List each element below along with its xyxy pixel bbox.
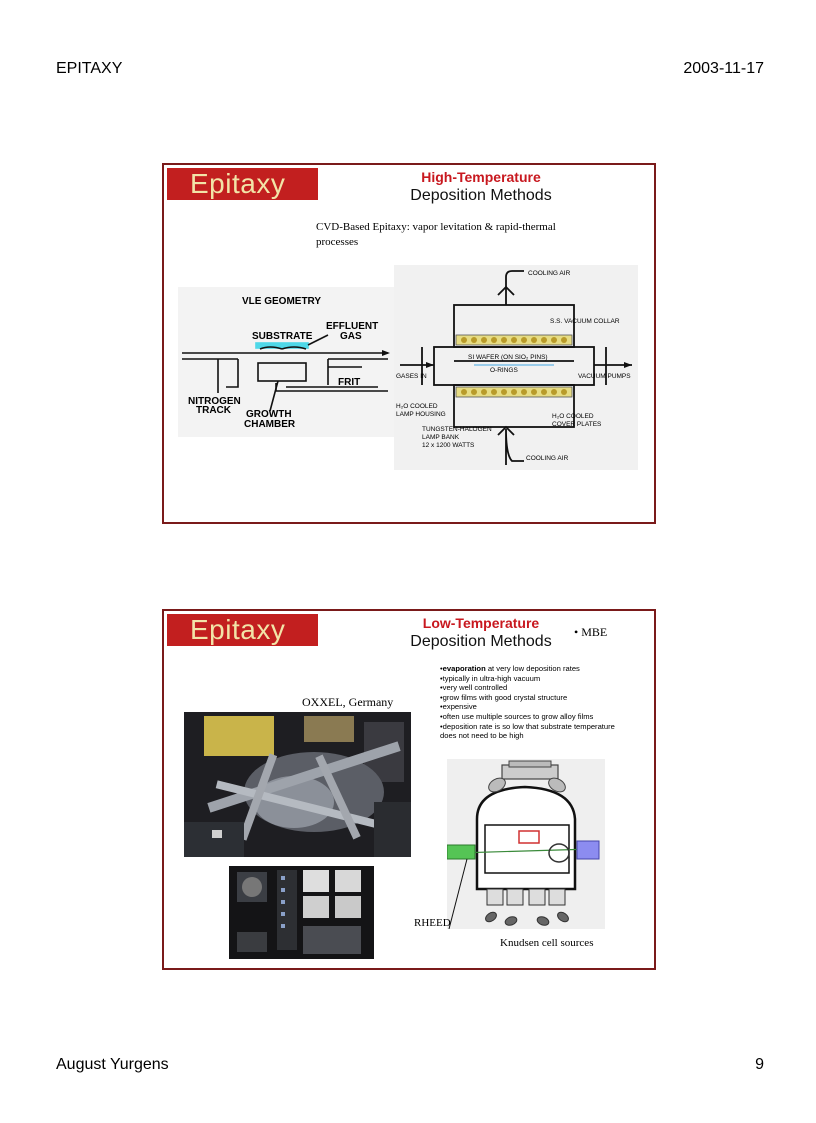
- vle-chamber-label: CHAMBER: [244, 419, 296, 430]
- rtp-cooling-air-bottom: COOLING AIR: [526, 455, 569, 462]
- slide-title: High-Temperature Deposition Methods: [396, 168, 566, 205]
- mbe-bullet-item: •expensive: [440, 702, 652, 712]
- bullet-text: at very low deposition rates: [486, 664, 580, 673]
- rtp-vacuum-pumps: VACUUM PUMPS: [578, 373, 631, 380]
- vle-gas-label: GAS: [340, 331, 362, 342]
- slide-title-line2: Deposition Methods: [396, 632, 566, 651]
- slide-low-temperature: Epitaxy Low-Temperature Deposition Metho…: [162, 609, 656, 970]
- vle-title: VLE GEOMETRY: [242, 296, 321, 307]
- rtp-lamp-bank-3: 12 x 1200 WATTS: [422, 442, 475, 449]
- rtp-lamp-bank-1: TUNGSTEN-HALOGEN: [422, 426, 492, 433]
- rtp-cover-plates-2: COVER PLATES: [552, 421, 602, 428]
- slide-title-line1: High-Temperature: [396, 168, 566, 186]
- electronics-rack-photo: [229, 866, 374, 959]
- rheed-label: RHEED: [414, 917, 451, 929]
- slide-subtitle: CVD-Based Epitaxy: vapor levitation & ra…: [316, 220, 566, 250]
- bullet-text: expensive: [443, 702, 477, 711]
- vle-track-label: TRACK: [196, 405, 232, 416]
- rtp-gases-in: GASES IN: [396, 373, 427, 380]
- rtp-wafer: SI WAFER (ON SIO₂ PINS): [468, 354, 548, 361]
- header-date: 2003-11-17: [683, 60, 764, 78]
- rtp-vacuum-collar: S.S. VACUUM COLLAR: [550, 318, 620, 325]
- bullet-text: typically in ultra-high vacuum: [443, 674, 541, 683]
- footer-page-number: 9: [755, 1056, 764, 1074]
- footer-author: August Yurgens: [56, 1056, 169, 1074]
- slide-title-line1: Low-Temperature: [396, 614, 566, 632]
- mbe-bullet-item: •often use multiple sources to grow allo…: [440, 712, 652, 722]
- rtp-cooling-air-top: COOLING AIR: [528, 270, 571, 277]
- bullet-text: grow films with good crystal structure: [443, 693, 568, 702]
- mbe-bullet-list: •evaporation at very low deposition rate…: [440, 664, 652, 741]
- slide-title-line2: Deposition Methods: [396, 186, 566, 205]
- bullet-text: often use multiple sources to grow alloy…: [443, 712, 594, 721]
- slide-banner: Epitaxy: [167, 168, 318, 200]
- bullet-text: deposition rate is so low that substrate…: [443, 722, 615, 731]
- bullet-bold-text: evaporation: [443, 664, 486, 673]
- rapid-thermal-diagram: COOLING AIR S.S. VACUUM COLLAR SI WAFER …: [394, 265, 638, 470]
- vle-substrate-label: SUBSTRATE: [252, 331, 313, 342]
- mbe-bullet-item: •grow films with good crystal structure: [440, 693, 652, 703]
- header-title: EPITAXY: [56, 60, 122, 78]
- rtp-cover-plates-1: H₂O COOLED: [552, 413, 594, 420]
- bullet-text: does not need to be high: [440, 731, 524, 740]
- mbe-label: • MBE: [574, 625, 607, 640]
- rtp-lamp-bank-2: LAMP BANK: [422, 434, 460, 441]
- rtp-orings: O-RINGS: [490, 367, 518, 374]
- rtp-lamp-housing-2: LAMP HOUSING: [396, 411, 446, 418]
- photo-caption: OXXEL, Germany: [302, 695, 393, 710]
- slide-title: Low-Temperature Deposition Methods: [396, 614, 566, 651]
- mbe-lab-photo: [184, 712, 411, 857]
- rtp-lamp-housing-1: H₂O COOLED: [396, 403, 438, 410]
- mbe-chamber-schematic: [447, 759, 605, 929]
- knudsen-label: Knudsen cell sources: [500, 937, 593, 949]
- mbe-bullet-item: •very well controlled: [440, 683, 652, 693]
- mbe-bullet-item: •deposition rate is so low that substrat…: [440, 722, 652, 732]
- bullet-text: very well controlled: [443, 683, 508, 692]
- vle-geometry-diagram: VLE GEOMETRY SUBSTRATE EFFLUENT GAS FRIT…: [178, 287, 394, 437]
- slide-banner: Epitaxy: [167, 614, 318, 646]
- mbe-bullet-item: •evaporation at very low deposition rate…: [440, 664, 652, 674]
- mbe-bullet-item: •typically in ultra-high vacuum: [440, 674, 652, 684]
- slide-high-temperature: Epitaxy High-Temperature Deposition Meth…: [162, 163, 656, 524]
- mbe-bullet-item: does not need to be high: [440, 731, 652, 741]
